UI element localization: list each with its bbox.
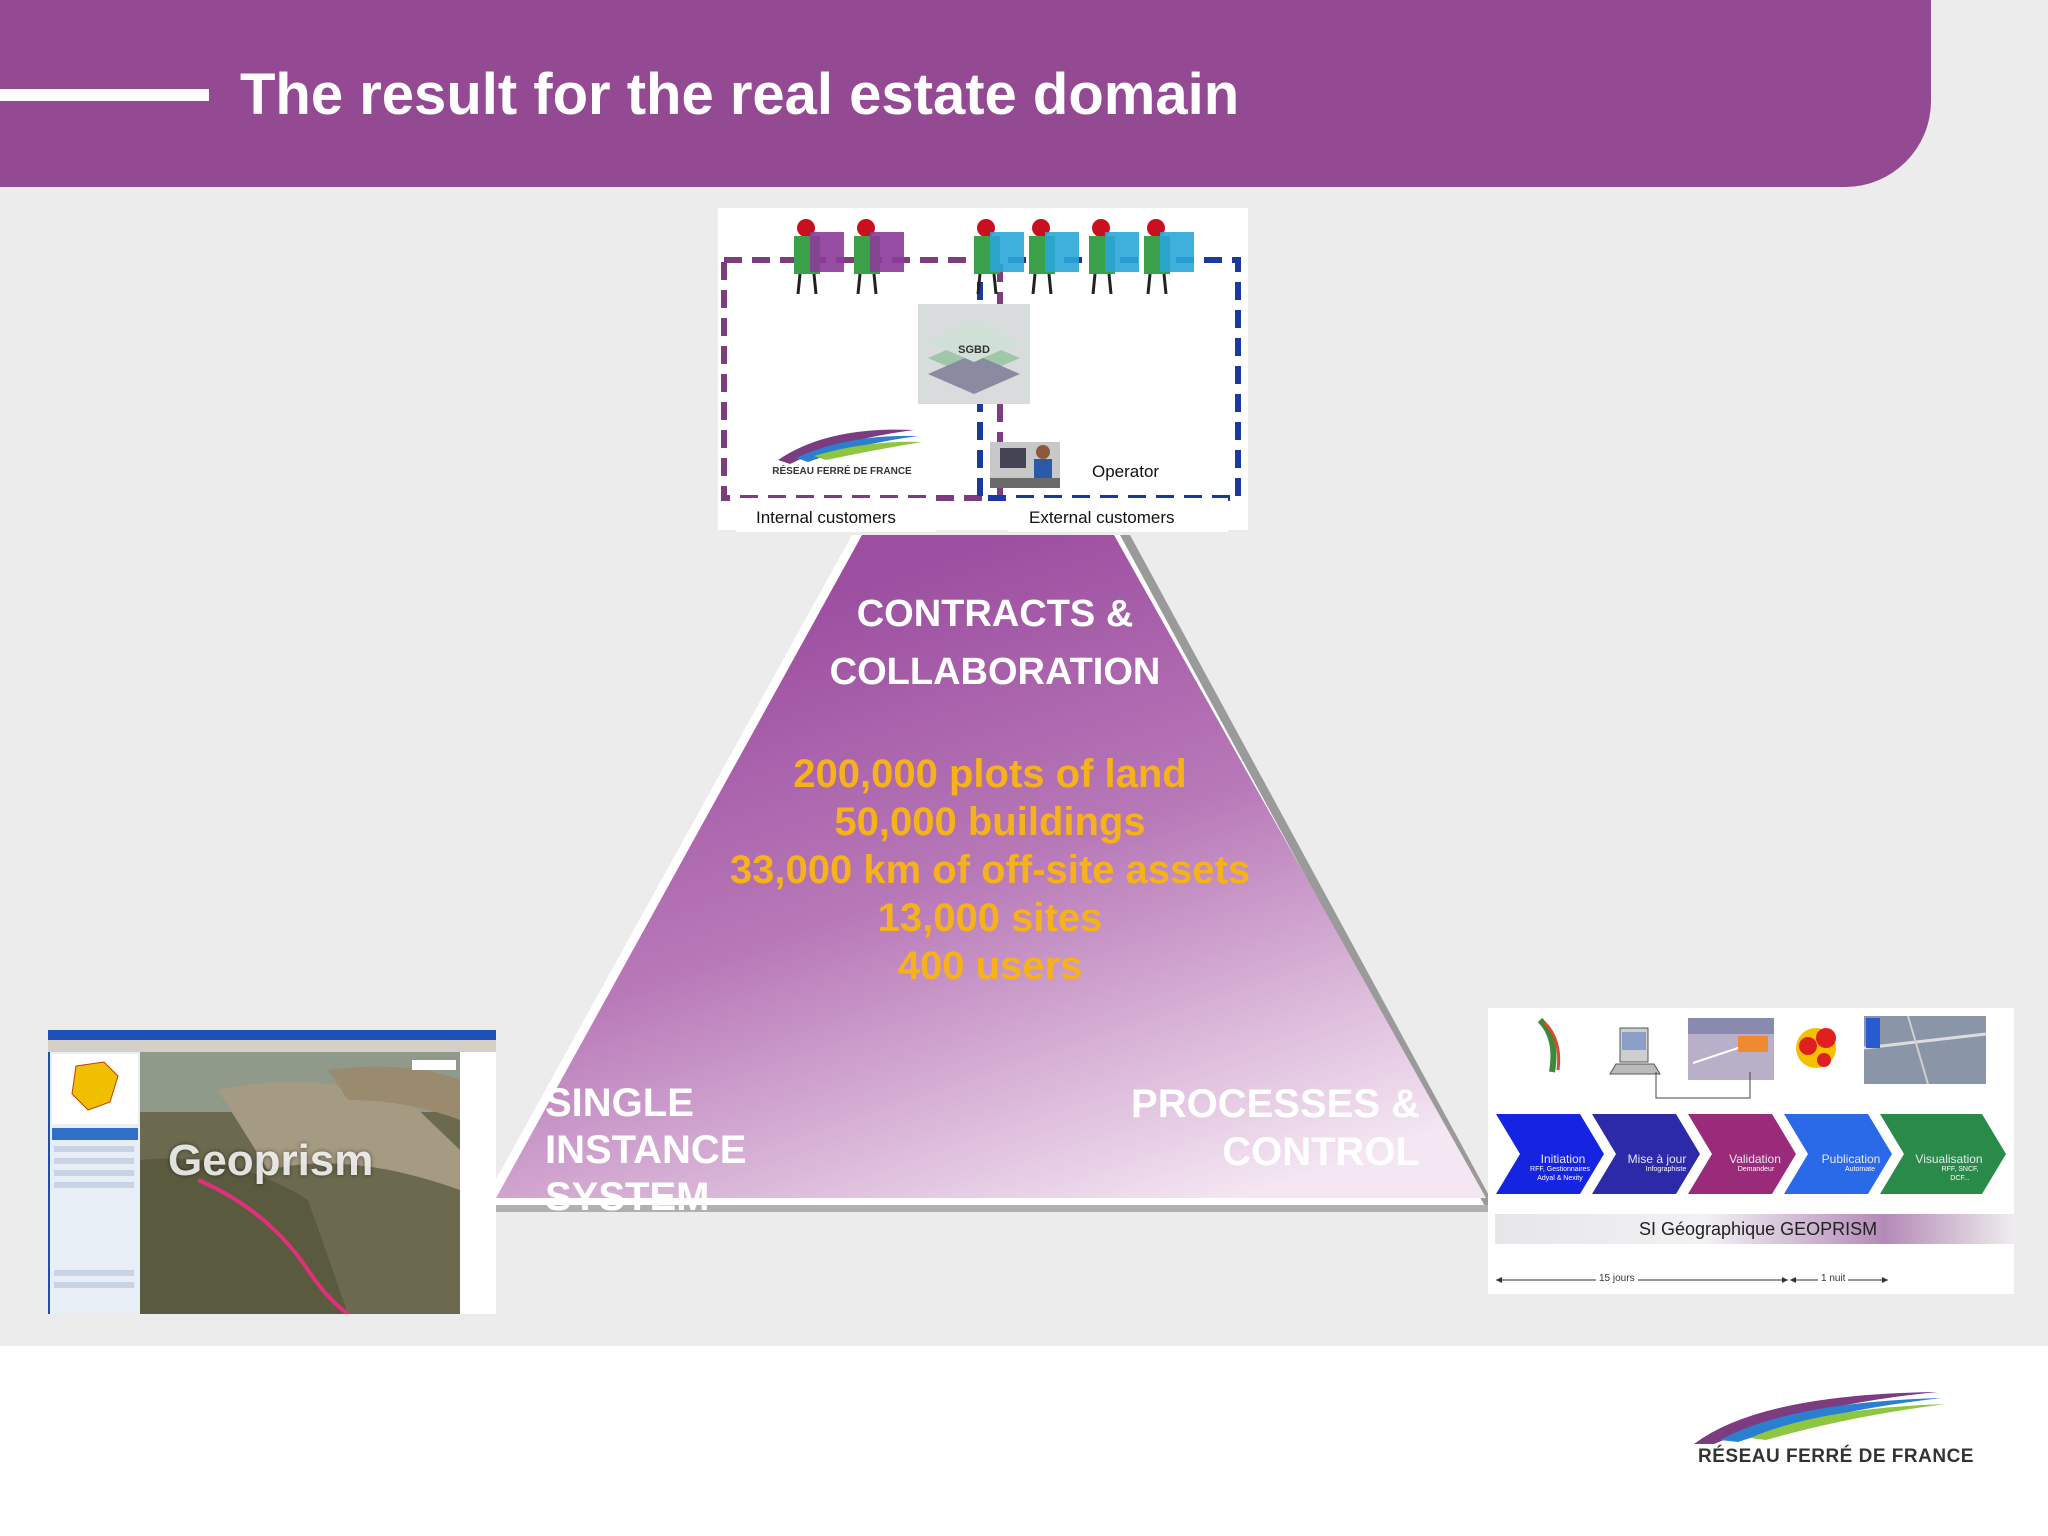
contracts-collaboration-label: CONTRACTS & COLLABORATION [800,585,1190,701]
process-caption-bar: SI Géographique GEOPRISM [1495,1214,2015,1244]
collaboration-image: SGBD RÉSEAU FERRÉ DE FRANCE Operator Int… [718,208,1248,532]
aerial-thumbnail-icon [1863,1015,1987,1085]
stat-sites: 13,000 sites [877,896,1103,940]
clusters-icon [1796,1028,1836,1068]
statistics-list: 200,000 plots of land 50,000 buildings 3… [690,750,1290,990]
duration-1-nuit: 1 nuit [1818,1273,1849,1284]
rff-logo-mark [778,429,922,464]
banner-accent-line [0,89,209,101]
chevron-validation [1688,1114,1796,1194]
geoprism-screenshot [48,1030,496,1314]
process-diagram [1488,1008,2014,1294]
internal-customers-tab [736,498,936,532]
map-thumbnail-2-icon [1688,1018,1774,1080]
step-initiation-label: Initiation [1540,1152,1586,1166]
contracts-line-2: COLLABORATION [829,651,1161,693]
database-icon [918,304,1030,404]
database-label: SGBD [958,344,990,356]
geoprism-overlay-label: Geoprism [168,1136,374,1185]
step-mise-a-jour-label: Mise à jour [1627,1152,1687,1166]
computer-icon [1609,1027,1661,1075]
stat-buildings: 50,000 buildings [834,800,1146,844]
step-publication-sub: Automate [1845,1166,1875,1173]
map-thumbnail-icon [1537,1017,1561,1073]
rff-logo-text: RÉSEAU FERRÉ DE FRANCE [772,464,912,477]
step-validation-sub: Demandeur [1737,1166,1775,1173]
duration-15-jours: 15 jours [1596,1273,1638,1284]
process-caption: SI Géographique GEOPRISM [1639,1219,1878,1239]
process-illustration [1496,1015,2006,1283]
stat-plots: 200,000 plots of land [793,752,1187,796]
pyramid-edge-shadow [1120,535,1498,1212]
rff-logo-text-footer: RÉSEAU FERRÉ DE FRANCE [1698,1446,1974,1467]
step-visualisation-label: Visualisation [1915,1152,1983,1166]
chevron-mise-a-jour [1592,1114,1700,1194]
page-title: The result for the real estate domain [240,62,1240,127]
processes-line-1: PROCESSES & [1131,1082,1420,1126]
pyramid-body [496,535,1486,1198]
processes-line-2: CONTROL [1222,1130,1420,1174]
internal-customers-label: Internal customers [756,508,896,527]
geoprism-window [48,1030,496,1314]
step-validation-label: Validation [1729,1152,1781,1166]
step-visualisation-sub: RFF, SNCF, DCF... [1941,1166,1979,1182]
customer-figures [794,219,1194,295]
title-banner [0,0,1931,187]
contracts-line-1: CONTRACTS & [856,593,1134,635]
external-customers-label: External customers [1029,508,1175,527]
chevron-initiation [1496,1114,1604,1194]
single-instance-line-1: SINGLE [545,1081,694,1125]
step-initiation-sub: RFF, Gestionnaires Adyal & Nexity [1530,1166,1590,1182]
chevron-visualisation [1880,1114,2006,1194]
operator-icon [990,442,1060,488]
single-instance-line-3: SYSTEM [545,1175,710,1219]
pyramid-base-shadow [478,1205,1498,1212]
step-mise-a-jour-sub: Infographiste [1645,1166,1687,1173]
processes-control-label: PROCESSES & CONTROL [1080,1080,1420,1176]
operator-label: Operator [1092,462,1160,481]
stat-assets: 33,000 km of off-site assets [729,848,1251,892]
collaboration-illustration: SGBD RÉSEAU FERRÉ DE FRANCE [721,219,1241,501]
rff-logo-icon [1694,1392,1946,1444]
chevron-publication [1784,1114,1892,1194]
stat-users: 400 users [897,944,1083,988]
step-publication-label: Publication [1821,1152,1881,1166]
single-instance-line-2: INSTANCE [545,1128,747,1172]
single-instance-label: SINGLE INSTANCE SYSTEM [545,1080,805,1221]
external-customers-tab [1008,498,1228,532]
